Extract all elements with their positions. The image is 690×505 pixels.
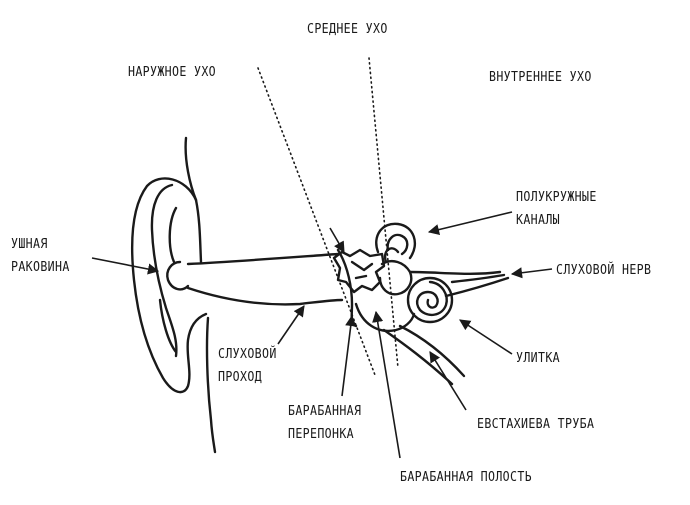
ear-canal-top — [186, 252, 340, 266]
cochlea-spiral — [416, 280, 448, 317]
arrow-canals — [427, 211, 513, 236]
arrow-cavity — [372, 310, 401, 459]
label-middle-ear: СРЕДНЕЕ УХО — [307, 21, 388, 37]
arrow-passage — [277, 305, 305, 345]
neck-contour — [205, 316, 217, 454]
arrow-eustachian — [429, 351, 467, 411]
divider-middle-inner — [368, 57, 399, 369]
label-auricle-line2: РАКОВИНА — [11, 259, 70, 275]
eustachian-tube-lower — [398, 324, 466, 378]
head-contour — [184, 136, 203, 264]
auditory-nerve-lower — [444, 276, 510, 298]
label-passage-line1: СЛУХОВОЙ — [218, 346, 277, 362]
label-eardrum-line2: ПЕРЕПОНКА — [288, 426, 355, 442]
auricle-inner-fold-2 — [168, 206, 178, 264]
semicircular-canal-1 — [375, 222, 417, 260]
label-eustachian-tube: ЕВСТАХИЕВА ТРУБА — [477, 416, 595, 432]
label-cochlea: УЛИТКА — [516, 350, 561, 366]
label-eardrum-line1: БАРАБАННАЯ — [288, 403, 362, 419]
auricle-outline — [131, 177, 208, 394]
eustachian-tube-upper — [382, 328, 454, 386]
eardrum-shape — [336, 248, 358, 328]
vestibule — [378, 260, 413, 296]
label-canals-line1: ПОЛУКРУЖНЫЕ — [516, 189, 597, 205]
arrow-auricle — [91, 257, 160, 275]
semicircular-canal-1-inner — [386, 233, 409, 256]
divider-outer-middle — [257, 67, 376, 376]
label-tympanic-cavity: БАРАБАННАЯ ПОЛОСТЬ — [400, 469, 533, 485]
auricle-concha — [166, 260, 190, 291]
label-outer-ear: НАРУЖНОЕ УХО — [128, 64, 217, 80]
semicircular-canal-2 — [383, 247, 400, 264]
arrow-nerve — [510, 267, 553, 279]
arrow-cochlea — [459, 319, 513, 355]
auricle-lobe — [158, 298, 178, 354]
label-auricle-line1: УШНАЯ — [11, 236, 48, 252]
auditory-nerve-mid — [450, 273, 506, 284]
auditory-nerve-upper — [408, 270, 502, 275]
arrow-middle-ear — [329, 227, 345, 253]
tympanic-cavity — [354, 302, 416, 333]
label-passage-line2: ПРОХОД — [218, 369, 263, 385]
ear-canal-bottom — [186, 286, 344, 306]
label-auditory-nerve: СЛУХОВОЙ НЕРВ — [556, 262, 652, 278]
arrow-eardrum — [341, 314, 357, 397]
cochlea-outer — [406, 276, 454, 324]
label-canals-line2: КАНАЛЫ — [516, 212, 561, 228]
label-inner-ear: ВНУТРЕННЕЕ УХО — [489, 69, 592, 85]
ossicles — [332, 248, 386, 294]
